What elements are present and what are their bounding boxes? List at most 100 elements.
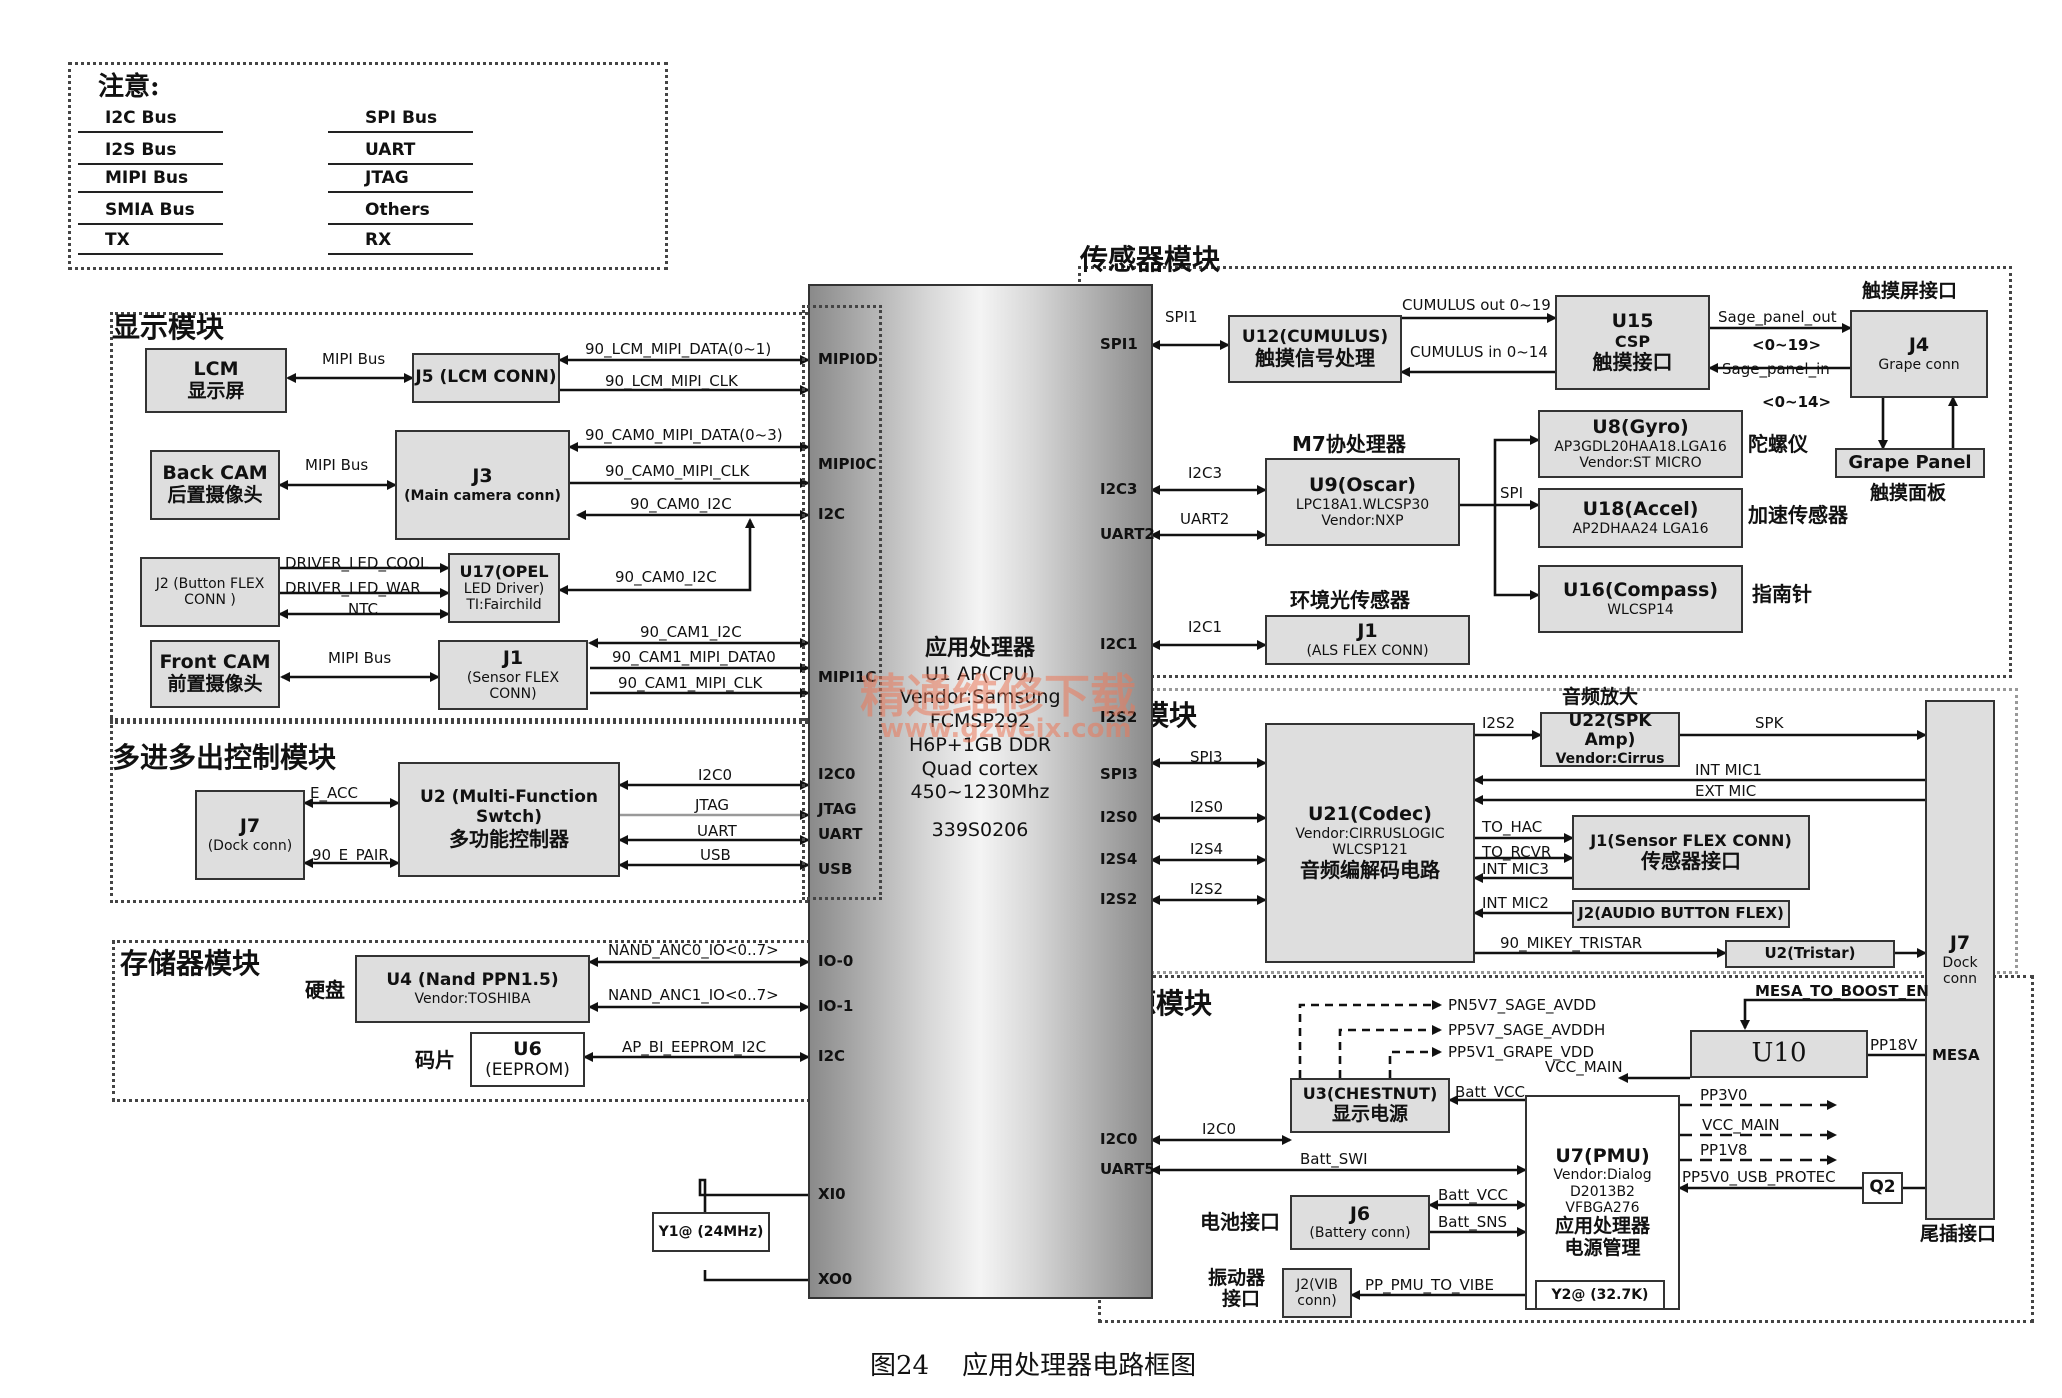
signal-nand-anc0: NAND_ANC0_IO<0..7> (608, 941, 779, 959)
u18-accel-box: U18(Accel) AP2DHAA24 LGA16 (1538, 488, 1743, 548)
signal-e-acc: E_ACC (310, 784, 358, 802)
j3-desc: (Main camera conn) (404, 487, 561, 504)
back-cam-name: Back CAM (162, 462, 268, 485)
signal-cam0-i2c-led: 90_CAM0_I2C (615, 568, 717, 586)
signal-batt-vcc-j6: Batt_VCC (1438, 1186, 1508, 1204)
display-module-title: 显示模块 (112, 311, 225, 344)
cpu-spec-line: H6P+1GB DDR (908, 733, 1052, 756)
u8-vendor: Vendor:ST MICRO (1579, 454, 1702, 471)
u16-part: WLCSP14 (1607, 601, 1674, 618)
u22-vendor: Vendor:Cirrus (1555, 751, 1665, 767)
cpu-spec-line: U1 AP(CPU) (925, 662, 1035, 685)
tail-connector-cn: 尾插接口 (1920, 1223, 1997, 1245)
grape-panel-box: Grape Panel (1835, 448, 1985, 478)
signal-batt-sns: Batt_SNS (1438, 1213, 1508, 1231)
legend-line-sample (328, 223, 473, 225)
j7-tail-dock: Dock (1942, 954, 1978, 971)
u8-gyro-box: U8(Gyro) AP3GDL20HAA18.LGA16 Vendor:ST M… (1538, 410, 1743, 478)
j2-vib-line1: J2(VIB (1296, 1276, 1338, 1293)
signal-int-mic2: INT MIC2 (1482, 894, 1549, 912)
signal-lcm-data: 90_LCM_MIPI_DATA(0~1) (585, 340, 772, 358)
j1-name: J1 (502, 646, 524, 669)
lcm-name: LCM (193, 357, 239, 380)
j2-audio-label: J2(AUDIO BUTTON FLEX) (1578, 904, 1784, 923)
signal-pp1v8: PP1V8 (1700, 1141, 1748, 1159)
y1-label: Y1@ (24MHz) (658, 1223, 764, 1240)
watermark-url: www.gzweix.com (880, 714, 1132, 744)
j7-tail-name: J7 (1949, 931, 1971, 954)
amp-title: 音频放大 (1562, 686, 1639, 708)
lcm-cn: 显示屏 (187, 379, 245, 402)
u15-cn: 触摸接口 (1592, 350, 1673, 375)
vibrator-label: 振动器 接口 (1208, 1268, 1265, 1310)
front-cam-cn: 前置摄像头 (167, 673, 263, 695)
signal-i2c3: I2C3 (1188, 464, 1222, 482)
legend-line-sample (328, 253, 473, 255)
signal-cam0-data: 90_CAM0_MIPI_DATA(0~3) (585, 426, 783, 444)
j2-line2: CONN ) (184, 592, 236, 608)
u2-switch-box: U2 (Multi-Function Swtch) 多功能控制器 (398, 762, 620, 877)
j5-box: J5 (LCM CONN) (412, 353, 560, 403)
cpu-pin-right: I2C1 (1100, 635, 1138, 653)
legend-line-sample (328, 131, 473, 133)
signal-spi-m7: SPI (1500, 484, 1523, 502)
legend-item: RX (365, 230, 392, 250)
cpu-pin-right: UART5 (1100, 1160, 1155, 1178)
j4-grape-box: J4 Grape conn (1850, 310, 1988, 398)
signal-cam1-i2c: 90_CAM1_I2C (640, 623, 742, 641)
signal-sage-in: Sage_panel_in (1722, 360, 1830, 378)
u7-cn2: 电源管理 (1564, 1236, 1641, 1259)
u7-pmu-box: U7(PMU) Vendor:Dialog D2013B2 VFBGA276 应… (1525, 1095, 1680, 1310)
j7-desc: (Dock conn) (207, 837, 293, 854)
chip-label: 码片 (415, 1048, 455, 1072)
signal-sage-out: Sage_panel_out (1718, 308, 1837, 326)
watermark-text: 精通维修下载 (860, 669, 1136, 723)
legend-item: TX (105, 230, 130, 250)
u17-desc: LED Driver) (463, 581, 545, 598)
m7-title: M7协处理器 (1292, 432, 1406, 456)
signal-sage-in-range: <0~14> (1762, 393, 1832, 411)
signal-cam0-i2c: 90_CAM0_I2C (630, 495, 732, 513)
u15-csp-box: U15 CSP 触摸接口 (1555, 295, 1710, 390)
j7-dock-tail-box: J7 Dock conn (1925, 700, 1995, 1220)
signal-batt-vcc-u3: Batt_VCC (1455, 1083, 1525, 1101)
j4-name: J4 (1908, 334, 1930, 357)
u2-tristar-box: U2(Tristar) (1725, 940, 1895, 968)
signal-mimo-jtag: JTAG (695, 796, 730, 814)
sensor-module-title: 传感器模块 (1080, 243, 1221, 276)
j2-audio-button-box: J2(AUDIO BUTTON FLEX) (1572, 900, 1790, 928)
signal-int-mic1: INT MIC1 (1695, 761, 1762, 779)
cpu-pin-left: USB (818, 860, 853, 878)
rail-pp5v7-sage-avddh: PP5V7_SAGE_AVDDH (1448, 1021, 1606, 1039)
u22-amp-box: U22(SPK Amp) Vendor:Cirrus (1540, 710, 1680, 767)
y2-crystal-box: Y2@ (32.7K) (1535, 1280, 1665, 1310)
cpu-pin-left: IO-1 (818, 997, 854, 1015)
signal-driver-led-war: DRIVER_LED_WAR (285, 579, 421, 597)
j3-box: J3 (Main camera conn) (395, 430, 570, 540)
u4-nand-box: U4 (Nand PPN1.5) Vendor:TOSHIBA (355, 955, 590, 1023)
vibrator-label-line2: 接口 (1222, 1287, 1261, 1310)
cpu-pin-left: IO-0 (818, 952, 854, 970)
j1-als-box: J1 (ALS FLEX CONN) (1265, 615, 1470, 665)
signal-spi3: SPI3 (1190, 748, 1223, 766)
j1-audio-flex-box: J1(Sensor FLEX CONN) 传感器接口 (1572, 815, 1810, 890)
j4-desc: Grape conn (1878, 356, 1960, 373)
back-cam-box: Back CAM 后置摄像头 (150, 450, 280, 520)
j7-tail-conn: conn (1942, 970, 1977, 987)
cpu-spec-line: 450~1230Mhz (910, 781, 1050, 804)
signal-mimo-i2c0: I2C0 (698, 766, 732, 784)
j1-line2: (Sensor FLEX (466, 669, 560, 686)
u22-name: U22(SPK Amp) (1568, 710, 1652, 751)
signal-int-mic3: INT MIC3 (1482, 860, 1549, 878)
u21-name: U21(Codec) (1308, 803, 1432, 826)
compass-cn: 指南针 (1752, 582, 1812, 606)
signal-frontcam-mipi: MIPI Bus (328, 649, 392, 667)
cpu-pin-right: SPI1 (1100, 335, 1138, 353)
legend-line-sample (328, 163, 473, 165)
signal-spi1: SPI1 (1165, 308, 1198, 326)
u7-part: D2013B2 (1570, 1183, 1635, 1200)
u18-name: U18(Accel) (1582, 498, 1699, 521)
u21-codec-box: U21(Codec) Vendor:CIRRUSLOGIC WLCSP121 音… (1265, 723, 1475, 963)
u17-box: U17(OPEL LED Driver) TI:Fairchild (448, 553, 560, 623)
